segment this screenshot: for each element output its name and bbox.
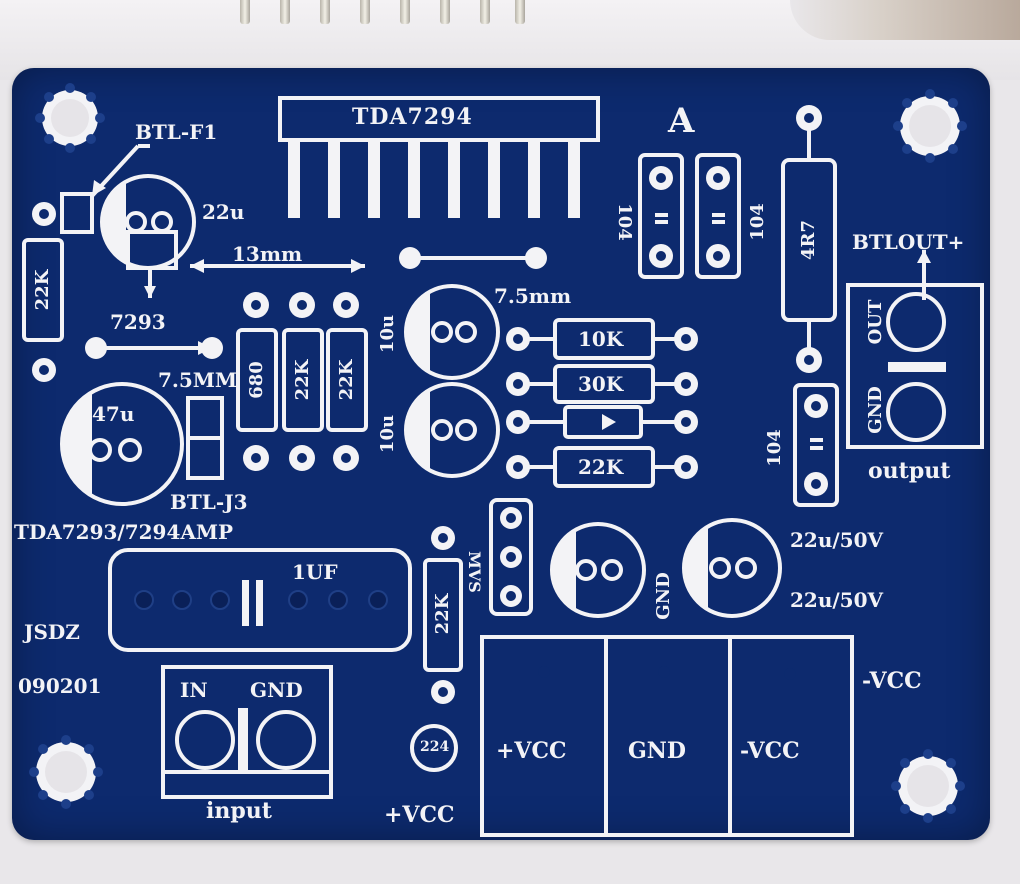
label-input-gnd: GND [250,678,303,702]
label-47u: 47u [92,402,135,426]
label-vcc-bottom: +VCC [384,802,455,828]
label-1uf: 1UF [292,560,338,584]
output-terminal [846,283,984,449]
cap-104-a-outline [638,153,684,279]
label-res-680: 680 [246,361,267,399]
label-input-caption: input [206,798,272,824]
label-res-22k-a: 22K [292,359,313,401]
label-7-5mm: 7.5mm [494,284,572,308]
board-letter: A [668,101,695,141]
cap-1uf-outline [108,548,412,652]
resistor-22k-vertical [423,558,463,672]
label-btl-j3: BTL-J3 [170,490,248,514]
cap-104-c-outline [793,383,839,507]
label-small-cap: 224 [420,739,450,755]
label-mvs: MVS [465,551,484,593]
label-gnd-vertical: GND [653,572,674,620]
small-cap-outline [410,724,458,772]
label-date: 090201 [18,674,102,698]
label-22u50v-b: 22u/50V [790,588,884,612]
label-amp-name: TDA7293/7294AMP [14,520,234,544]
label-vcc-neg-right: -VCC [862,668,922,694]
label-out: OUT [865,299,886,345]
resistor-22k-left [22,238,64,342]
label-cap-10u-a: 10u [377,314,398,354]
label-7-5MM: 7.5MM [158,368,238,392]
label-out-gnd: GND [865,386,886,434]
label-output-caption: output [868,458,951,484]
label-res-22k-left: 22K [32,269,53,311]
mounting-holes [29,83,967,823]
label-cap-10u-b: 10u [377,414,398,454]
label-term-vcc-pos: +VCC [496,738,567,764]
label-22u50v-a: 22u/50V [790,528,884,552]
label-term-gnd: GND [628,738,686,764]
label-cap-104-c: 104 [764,429,785,467]
label-cap-104-a: 104 [614,203,635,241]
label-btlout: BTLOUT+ [852,230,965,254]
resistor-22k-b [326,328,368,432]
jumper-btl-f1 [60,192,94,234]
input-terminal [161,665,333,799]
label-res-4r7: 4R7 [798,219,819,261]
label-res-22k-b: 22K [336,359,357,401]
label-term-vcc-neg: -VCC [740,738,800,764]
label-res-10k: 10K [578,327,624,351]
label-input-in: IN [180,678,208,702]
chip-label: TDA7294 [352,104,473,130]
cap-104-b-outline [695,153,741,279]
label-res-22k-vertical: 22K [432,593,453,635]
pcb-board [12,68,990,840]
label-res-22k-right: 22K [578,455,624,479]
label-res-30k: 30K [578,372,624,396]
label-cap-104-b: 104 [747,203,768,241]
resistor-22k-a [282,328,324,432]
label-btl-f1: BTL-F1 [135,120,218,144]
label-13mm: 13mm [232,242,303,266]
label-maker: JSDZ [24,620,80,644]
background-object [790,0,1020,40]
pin-header-3 [489,498,533,616]
label-22u: 22u [202,200,245,224]
chip-outline [278,96,600,142]
header-pins [230,0,530,38]
label-7293: 7293 [110,310,166,334]
power-terminal [480,635,854,837]
resistor-680 [236,328,278,432]
